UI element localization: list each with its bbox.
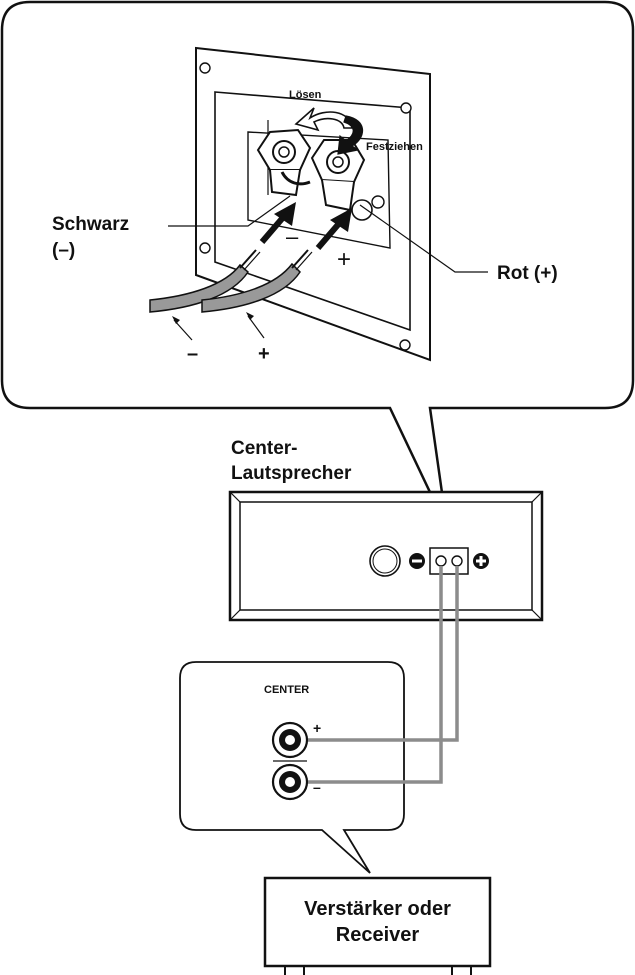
- jack-plus-label: +: [313, 720, 322, 736]
- black-terminal-label: Schwarz: [52, 214, 130, 235]
- speaker-minus-icon: [409, 553, 425, 569]
- speaker-wire-minus: [149, 249, 261, 313]
- black-label-leader: [168, 195, 291, 227]
- black-terminal-sign-label: (–): [52, 240, 76, 261]
- tighten-arrow-icon: [337, 115, 364, 155]
- center-speaker: [228, 490, 544, 622]
- jack-panel-title: CENTER: [264, 684, 310, 696]
- speaker-wire-plus: [201, 249, 313, 313]
- wire-plus-pointer: [247, 315, 265, 339]
- plate-minus-mark: –: [286, 224, 299, 249]
- insert-arrow-plus-icon: [315, 208, 352, 250]
- loosen-label: Lösen: [289, 89, 322, 101]
- minus-post-turn-arrow-icon: [280, 171, 311, 186]
- binding-post-minus: [256, 128, 312, 197]
- jack-minus-label: –: [313, 779, 321, 795]
- amplifier-label-line2: Receiver: [335, 924, 420, 946]
- wire-plus-label: +: [258, 343, 270, 365]
- jack-minus: [271, 763, 309, 801]
- amplifier-label: Verstärker oder Receiver: [265, 878, 490, 948]
- red-label-leader: [359, 204, 488, 273]
- loosen-arrow-icon: [294, 107, 353, 132]
- wire-minus-label: –: [187, 343, 199, 365]
- wire-minus-pointer-head: [172, 316, 180, 324]
- speaker-title-line1: Center-: [231, 438, 298, 459]
- jack-plus: [271, 721, 309, 759]
- red-terminal-label: Rot (+): [497, 263, 558, 284]
- insert-arrow-minus-icon: [259, 202, 296, 244]
- terminal-plate: [195, 46, 431, 362]
- speaker-title-line2: Lautsprecher: [231, 463, 352, 484]
- speaker-plus-icon: [473, 553, 489, 569]
- wire-negative: [308, 566, 443, 784]
- wire-positive: [308, 566, 459, 742]
- wire-minus-pointer: [173, 319, 193, 341]
- plate-plus-mark: +: [337, 246, 352, 273]
- tighten-label: Festziehen: [366, 141, 423, 153]
- amplifier-box: [263, 876, 492, 975]
- amplifier-label-line1: Verstärker oder: [304, 898, 451, 920]
- wire-plus-pointer-head: [246, 312, 254, 320]
